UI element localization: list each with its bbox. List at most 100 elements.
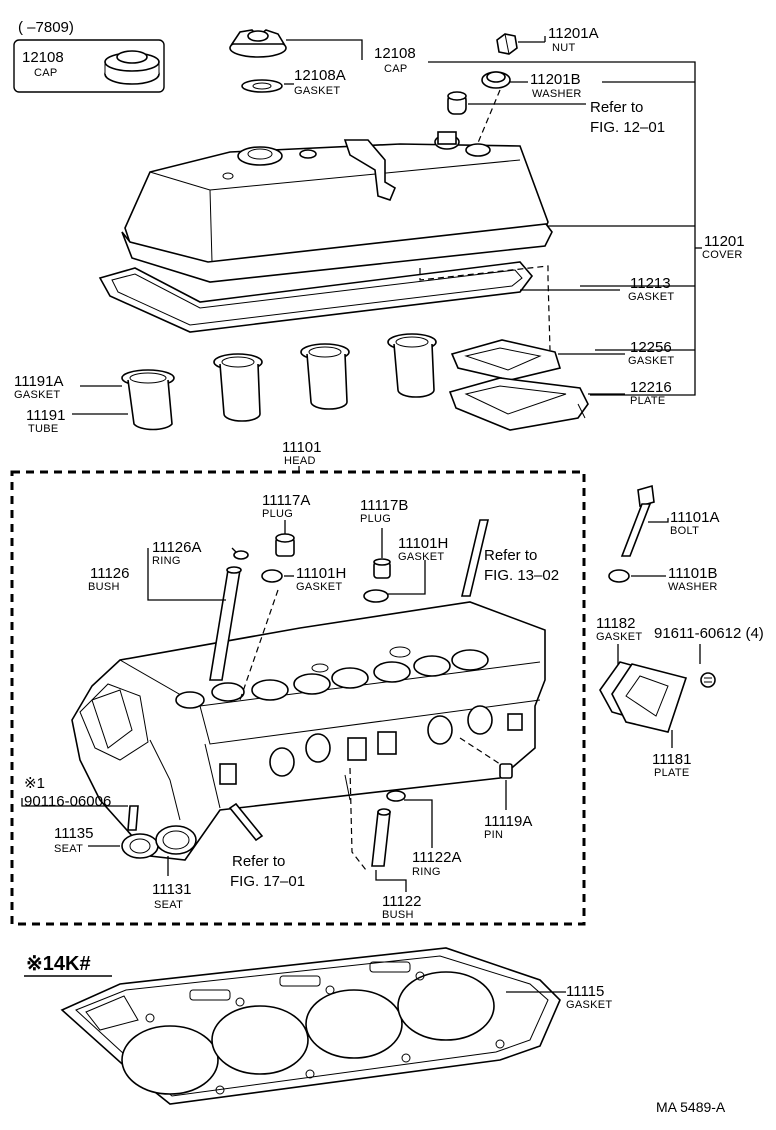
diagram-code: MA 5489-A: [656, 1099, 726, 1115]
label-bush-11126-name: BUSH: [88, 581, 120, 593]
plug-11117b-drawing: [373, 558, 391, 579]
label-gasket-11101h-b-number: 11101H: [398, 535, 448, 552]
label-tube-gasket-number: 11191A: [14, 373, 64, 390]
label-head-bolt-number: 11101A: [670, 509, 720, 526]
inset-part-number: 12108: [22, 49, 64, 66]
inset-part-name: CAP: [34, 67, 58, 79]
head-washer-drawing: [608, 569, 630, 583]
label-head-gasket-number: 11115: [566, 983, 604, 1000]
label-cover-gasket-name: GASKET: [628, 291, 674, 303]
label-outlet-bolt-number: 91611-60612 (4): [654, 625, 764, 642]
label-cover-number: 11201: [704, 233, 745, 250]
engine-applicability-note: ※14K#: [26, 953, 91, 975]
label-head-gasket-name: GASKET: [566, 999, 612, 1011]
label-seat-11135-number: 11135: [54, 825, 94, 842]
ring-11122a-drawing: [386, 790, 406, 802]
head-gasket-drawing: [60, 947, 561, 1105]
label-outlet-gasket-number: 11182: [596, 615, 636, 632]
label-nut-name: NUT: [552, 42, 576, 54]
label-washer-number: 11201B: [530, 71, 581, 88]
label-head-name: HEAD: [284, 455, 316, 467]
label-head-washer-number: 11101B: [668, 565, 718, 582]
label-plug-11117b-name: PLUG: [360, 513, 391, 525]
outlet-bolt-drawing: [700, 672, 716, 688]
label-ring-11126a-number: 11126A: [152, 539, 202, 556]
bush-11126-drawing: [209, 566, 242, 681]
inset-cap-drawing: [104, 50, 160, 85]
label-breather-gasket-number: 12256: [630, 339, 672, 356]
label-ring-11122a-name: RING: [412, 866, 441, 878]
label-nut-number: 11201A: [548, 25, 599, 42]
label-gasket-11101h-a-number: 11101H: [296, 565, 346, 582]
ref-fig-17-01-line1: Refer to: [232, 853, 285, 870]
label-head-washer-name: WASHER: [668, 581, 718, 593]
ref-fig-12-01-line1: Refer to: [590, 99, 643, 116]
stud-17-01-drawing: [228, 802, 264, 842]
label-plug-11117b-number: 11117B: [360, 497, 408, 514]
label-pin-number: 11119A: [484, 813, 532, 830]
valve-cover-drawing: [121, 131, 553, 283]
nut-drawing: [496, 33, 518, 55]
outlet-plate-drawing: [611, 663, 688, 733]
label-seat-11131-name: SEAT: [154, 899, 183, 911]
label-breather-plate-name: PLATE: [630, 395, 666, 407]
label-ring-11126a-name: RING: [152, 555, 181, 567]
ref-fig-13-02-line2: FIG. 13–02: [484, 567, 559, 584]
grommet-drawing: [447, 91, 467, 115]
spark-plug-tubes-drawing: [121, 333, 437, 431]
label-bush-11122-number: 11122: [382, 893, 422, 910]
seat-11135-drawing: [121, 833, 159, 859]
stud-13-02-drawing: [460, 519, 490, 597]
label-seat-11131-number: 11131: [152, 881, 192, 898]
label-pin-name: PIN: [484, 829, 503, 841]
label-plug-11117a-name: PLUG: [262, 508, 293, 520]
cover-gasket-drawing: [98, 261, 534, 333]
plug-11117a-drawing: [275, 533, 295, 557]
label-seat-11135-name: SEAT: [54, 843, 83, 855]
label-washer-name: WASHER: [532, 88, 582, 100]
gasket-11101h-a-drawing: [261, 569, 283, 583]
label-breather-gasket-name: GASKET: [628, 355, 674, 367]
note-90116-number: 90116-06006: [24, 793, 111, 810]
ref-fig-12-01-line2: FIG. 12–01: [590, 119, 665, 136]
label-tube-gasket-name: GASKET: [14, 389, 60, 401]
head-bolt-drawing: [620, 484, 655, 557]
pin-11119a-drawing: [499, 763, 513, 779]
label-plug-11117a-number: 11117A: [262, 492, 310, 509]
label-cap-number: 12108: [374, 45, 416, 62]
label-outlet-plate-number: 11181: [652, 751, 692, 768]
label-outlet-gasket-name: GASKET: [596, 631, 642, 643]
label-gasket-11101h-a-name: GASKET: [296, 581, 342, 593]
label-bush-11122-name: BUSH: [382, 909, 414, 921]
label-cover-gasket-number: 11213: [630, 275, 671, 292]
ring-11126a-drawing: [233, 550, 249, 560]
breather-gasket-drawing: [450, 339, 562, 381]
label-head-bolt-name: BOLT: [670, 525, 699, 537]
label-bush-11126-number: 11126: [90, 565, 130, 582]
label-cover-name: COVER: [702, 249, 743, 261]
ref-fig-17-01-line2: FIG. 17–01: [230, 873, 305, 890]
breather-plate-drawing: [448, 377, 589, 431]
label-gasket-11101h-b-name: GASKET: [398, 551, 444, 563]
oil-cap-drawing: [229, 29, 287, 58]
label-tube-name: TUBE: [28, 423, 59, 435]
label-tube-number: 11191: [26, 407, 66, 424]
bush-11122-drawing: [371, 808, 391, 867]
label-cap-gasket-number: 12108A: [294, 67, 346, 84]
label-breather-plate-number: 12216: [630, 379, 672, 396]
oil-cap-gasket-drawing: [241, 79, 283, 93]
washer-drawing: [481, 71, 511, 89]
cylinder-head-drawing: [71, 601, 546, 861]
inset-date-range: ( –7809): [18, 19, 74, 36]
gasket-11101h-b-drawing: [363, 589, 389, 603]
ref-fig-13-02-line1: Refer to: [484, 547, 537, 564]
cylinder-head-assembly-box: [10, 470, 586, 926]
label-outlet-plate-name: PLATE: [654, 767, 690, 779]
stud-90116-drawing: [127, 805, 139, 831]
label-head-number: 11101: [282, 439, 322, 456]
seat-11131-drawing: [155, 825, 197, 855]
note-90116-mark: ※1: [24, 775, 45, 792]
inset-cap-box: ( –7809) 12108 CAP: [13, 19, 165, 93]
label-ring-11122a-number: 11122A: [412, 849, 462, 866]
